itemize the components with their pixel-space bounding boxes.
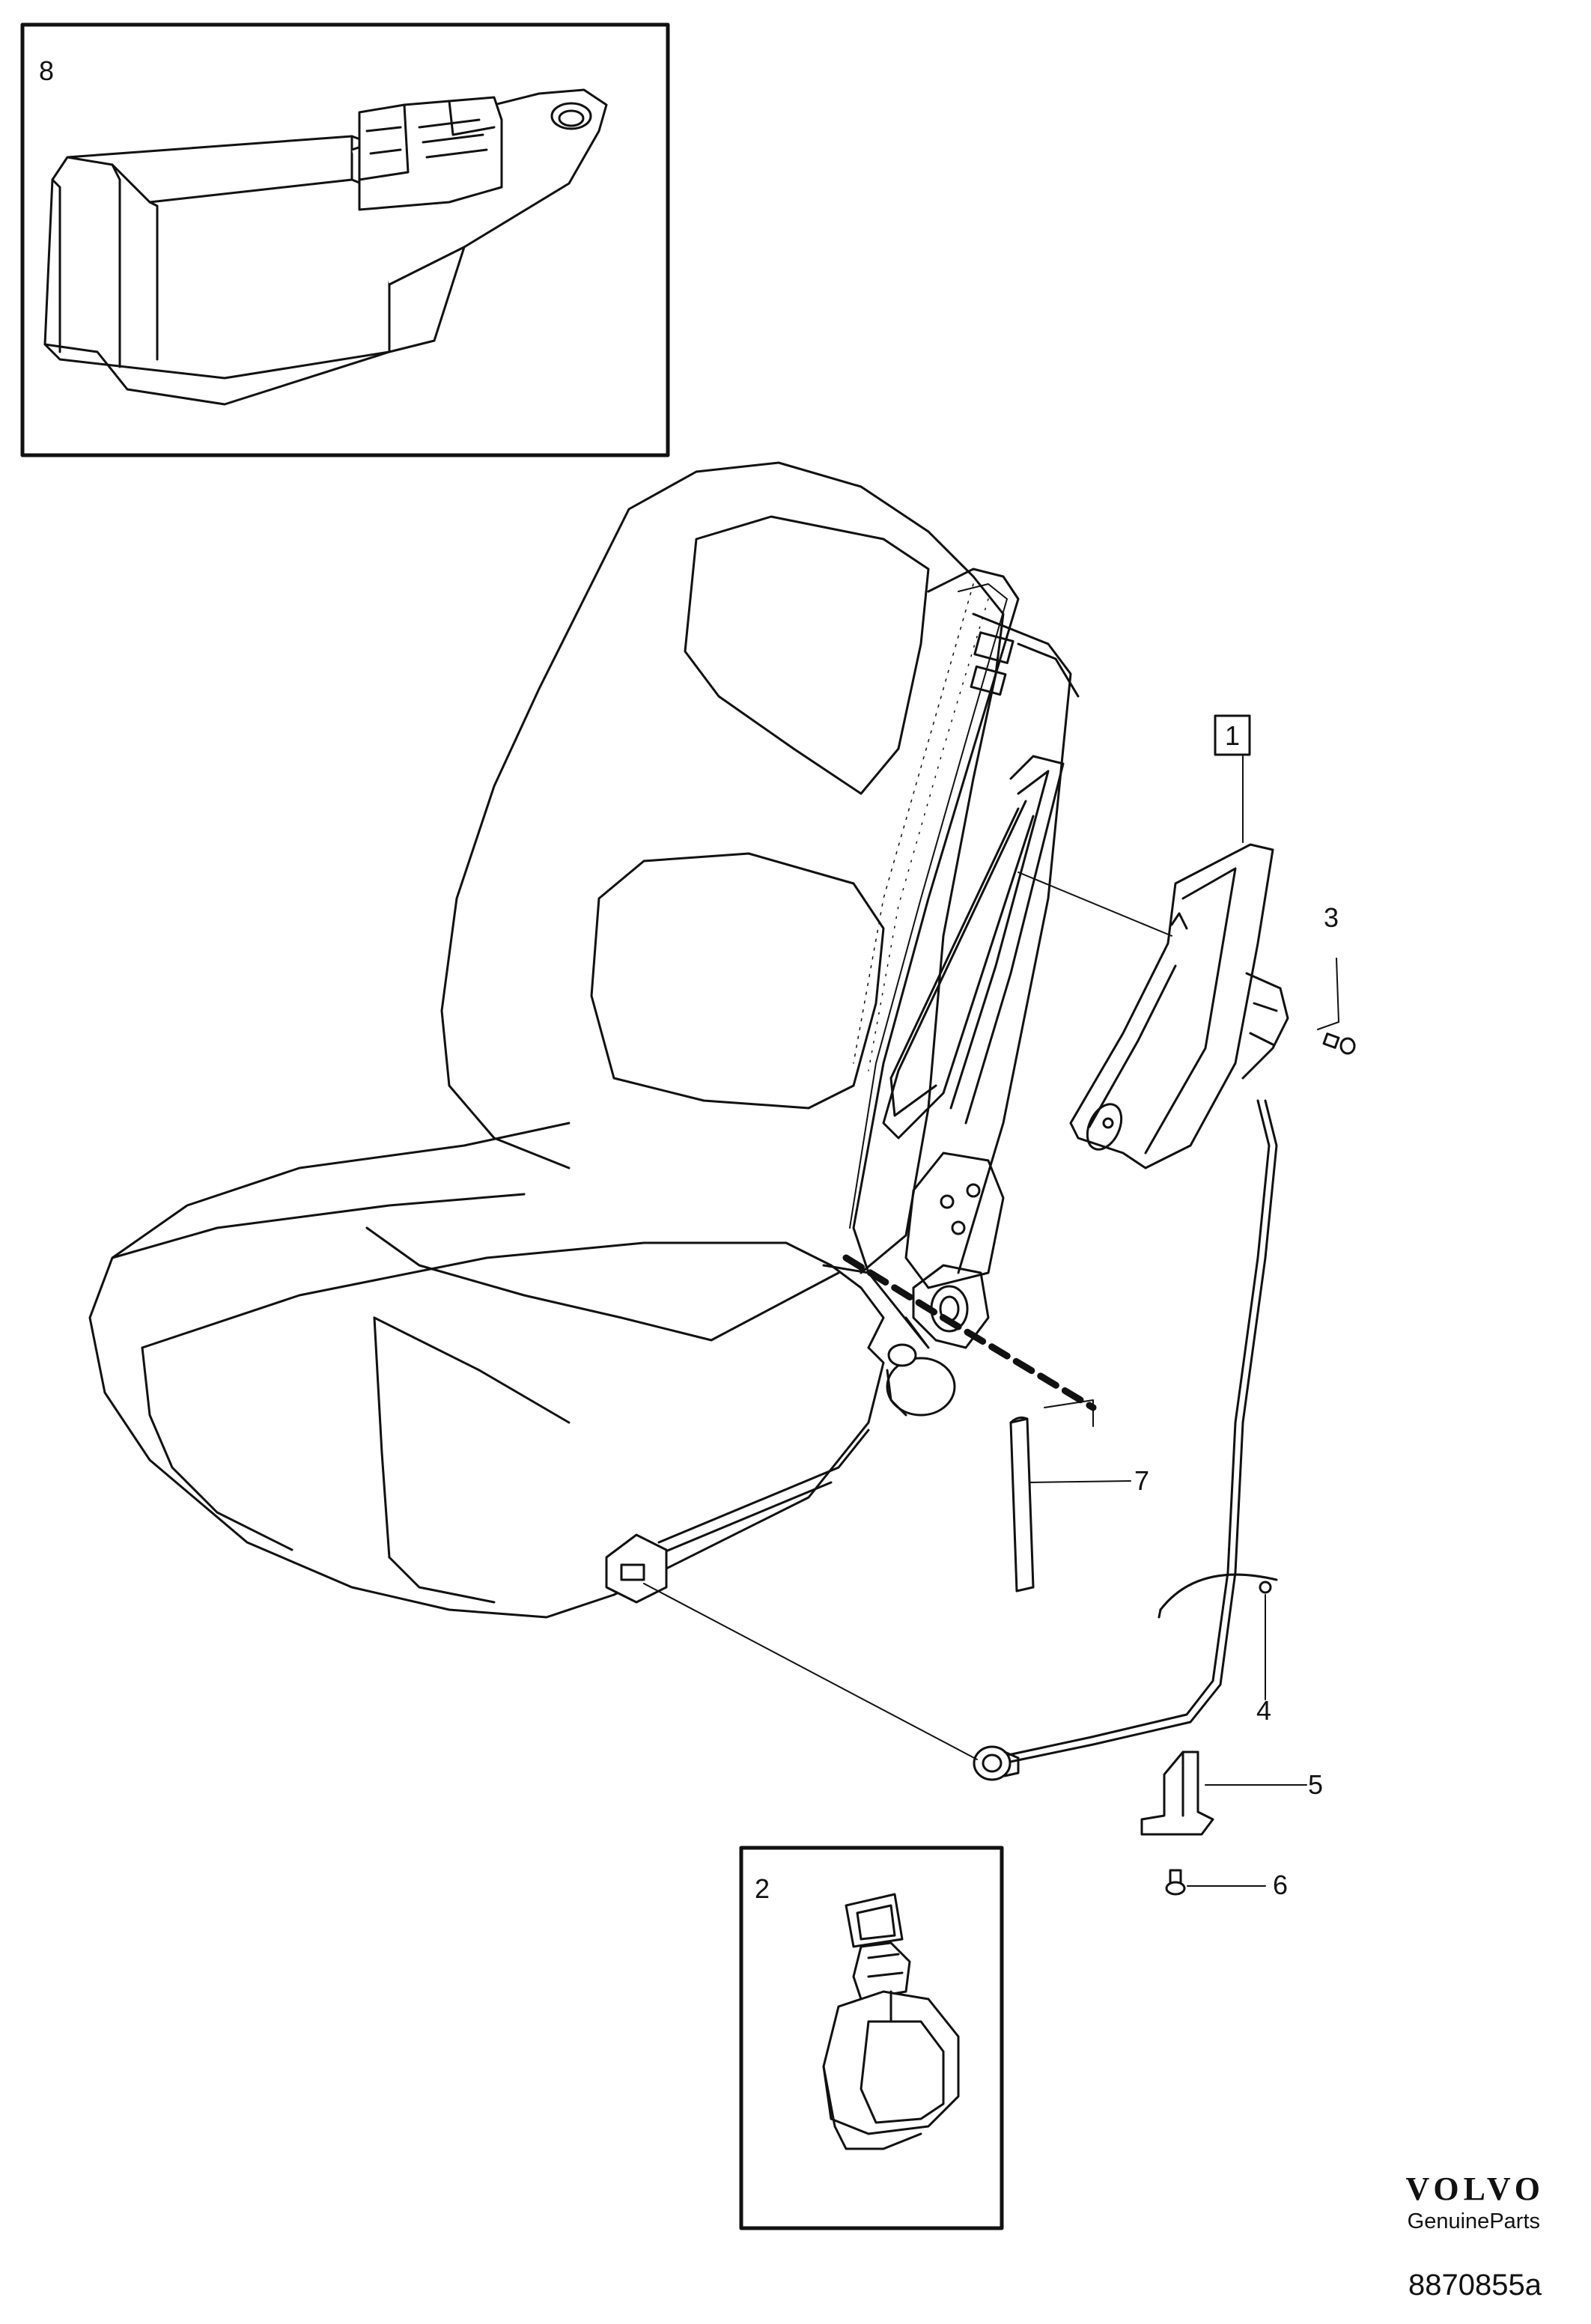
wiring-connector [973,1745,1020,1781]
inset-8-frame [20,22,670,457]
seat-cushion [88,1122,956,1619]
volvo-genuine-parts-logo: VOLVO GenuineParts [1405,2170,1545,2234]
brand-tagline: GenuineParts [1407,2209,1540,2233]
inset-8-control-module: 8 [20,22,670,457]
callout-label-4: 4 [1256,1695,1271,1726]
leader-lines [643,755,1339,1887]
callout-label-7: 7 [1134,1465,1149,1496]
cable-clip [1157,1573,1278,1619]
side-airbag-module [1069,843,1289,1169]
wiring-route-dashed [842,1254,1097,1411]
inset-2-frame [739,1846,1004,2230]
callout-label-5: 5 [1308,1769,1323,1800]
callout-label-3: 3 [1324,902,1339,933]
brand-logo: VOLVO [1405,2171,1545,2207]
inset-2-connector: 2 [739,1846,1004,2230]
mounting-bracket [1140,1750,1214,1836]
diagram-reference-code: 8870855a [1408,2269,1542,2302]
callout-box-1 [1214,714,1251,756]
trim-strip [1009,1417,1035,1593]
airbag-wiring-harness [1002,1099,1278,1765]
callout-label-2: 2 [755,1873,770,1904]
airbag-screw [1322,1032,1356,1055]
callout-label-8: 8 [39,55,54,86]
seat-backrest [440,461,1080,1349]
callout-label-1: 1 [1225,720,1240,751]
callout-label-6: 6 [1273,1870,1288,1900]
bracket-screw [1165,1869,1186,1896]
